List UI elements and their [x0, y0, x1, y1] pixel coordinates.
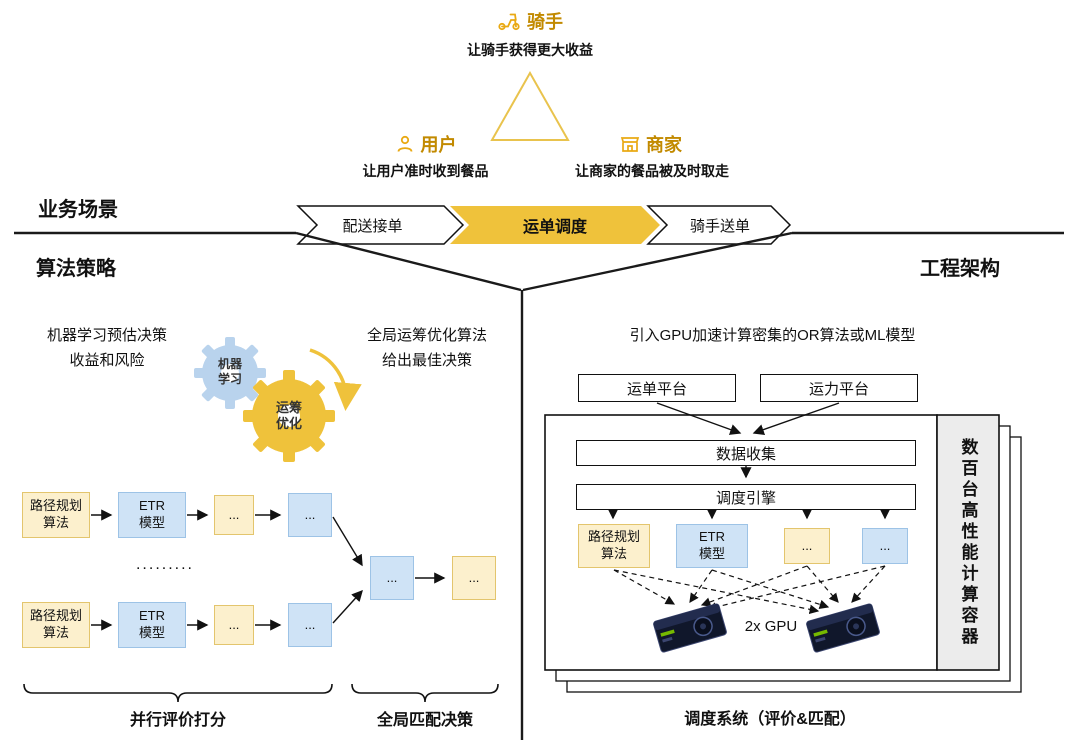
module-more-1: ... — [784, 528, 830, 564]
capacity-platform-box: 运力平台 — [760, 374, 918, 402]
goal-user-label: 用户 — [420, 135, 457, 155]
pipeline-box-route-1: 路径规划 算法 — [22, 492, 90, 538]
goals-triangle — [490, 70, 570, 141]
gears-icon — [194, 337, 362, 462]
goal-rider-label: 骑手 — [527, 12, 563, 32]
step-delivery-accept: 配送接单 — [342, 217, 403, 235]
data-collect-bar: 数据收集 — [576, 440, 916, 466]
goal-rider: 骑手 — [455, 8, 605, 34]
module-more-2: ... — [862, 528, 908, 564]
pipeline-box-etr-1: ETR 模型 — [118, 492, 186, 538]
compute-container-label: 数百台高性能计算容器 — [958, 438, 978, 648]
chevron-step-3 — [646, 205, 792, 245]
goal-merchant-label: 商家 — [646, 135, 682, 155]
brace-right-label: 全局匹配决策 — [376, 712, 473, 729]
goal-merchant: 商家 — [606, 131, 696, 157]
waybill-platform-box: 运单平台 — [578, 374, 736, 402]
goal-user: 用户 — [383, 131, 468, 157]
pipeline-arrows — [91, 509, 446, 631]
brace-left-label: 并行评价打分 — [129, 712, 226, 729]
gear-ml-label: 机器 学习 — [217, 357, 242, 386]
divider-lines — [14, 231, 1064, 740]
goal-rider-subtitle: 让骑手获得更大收益 — [467, 42, 593, 58]
pipeline-box-more-2: ... — [214, 605, 254, 645]
final-box: ... — [452, 556, 496, 600]
module-route: 路径规划 算法 — [578, 524, 650, 568]
goal-merchant-subtitle: 让商家的餐品被及时取走 — [575, 163, 729, 179]
pipeline-box-more2-2: ... — [288, 603, 332, 647]
swirl-arrow-icon — [309, 348, 362, 411]
chevron-step-1 — [296, 205, 465, 245]
dispatch-system-caption: 调度系统（评价&匹配） — [684, 711, 856, 728]
engine-bar: 调度引擎 — [576, 484, 916, 510]
module-etr: ETR 模型 — [676, 524, 748, 568]
store-icon — [620, 137, 640, 152]
pipeline-box-route-2: 路径规划 算法 — [22, 602, 90, 648]
gpu-count-label: 2x GPU — [744, 618, 798, 635]
engineering-intro: 引入GPU加速计算密集的OR算法或ML模型 — [629, 327, 916, 344]
gear-or-label: 运筹 优化 — [275, 400, 302, 432]
gpu-dispatch-arrows — [613, 565, 886, 615]
scenario-title: 业务场景 — [38, 199, 118, 221]
pipeline-box-more2-1: ... — [288, 493, 332, 537]
algorithm-title: 算法策略 — [36, 258, 116, 280]
step-waybill-dispatch: 运单调度 — [522, 219, 587, 236]
person-icon — [397, 135, 412, 152]
pipeline-dots: ......... — [135, 556, 194, 573]
braces — [23, 683, 499, 703]
pipeline-box-more-1: ... — [214, 495, 254, 535]
step-rider-deliver: 骑手送单 — [689, 217, 750, 235]
merge-box: ... — [370, 556, 414, 600]
scooter-icon — [498, 13, 520, 31]
goal-user-subtitle: 让用户准时收到餐品 — [362, 163, 489, 179]
engineering-title: 工程架构 — [920, 258, 1000, 280]
compute-container-strip — [936, 414, 1000, 671]
ml-decision-text: 机器学习预估决策 收益和风险 — [46, 327, 167, 369]
engineering-arrows — [607, 402, 891, 520]
or-decision-text: 全局运筹优化算法 给出最佳决策 — [366, 327, 487, 369]
chevron-step-2-active — [450, 206, 660, 244]
pipeline-box-etr-2: ETR 模型 — [118, 602, 186, 648]
